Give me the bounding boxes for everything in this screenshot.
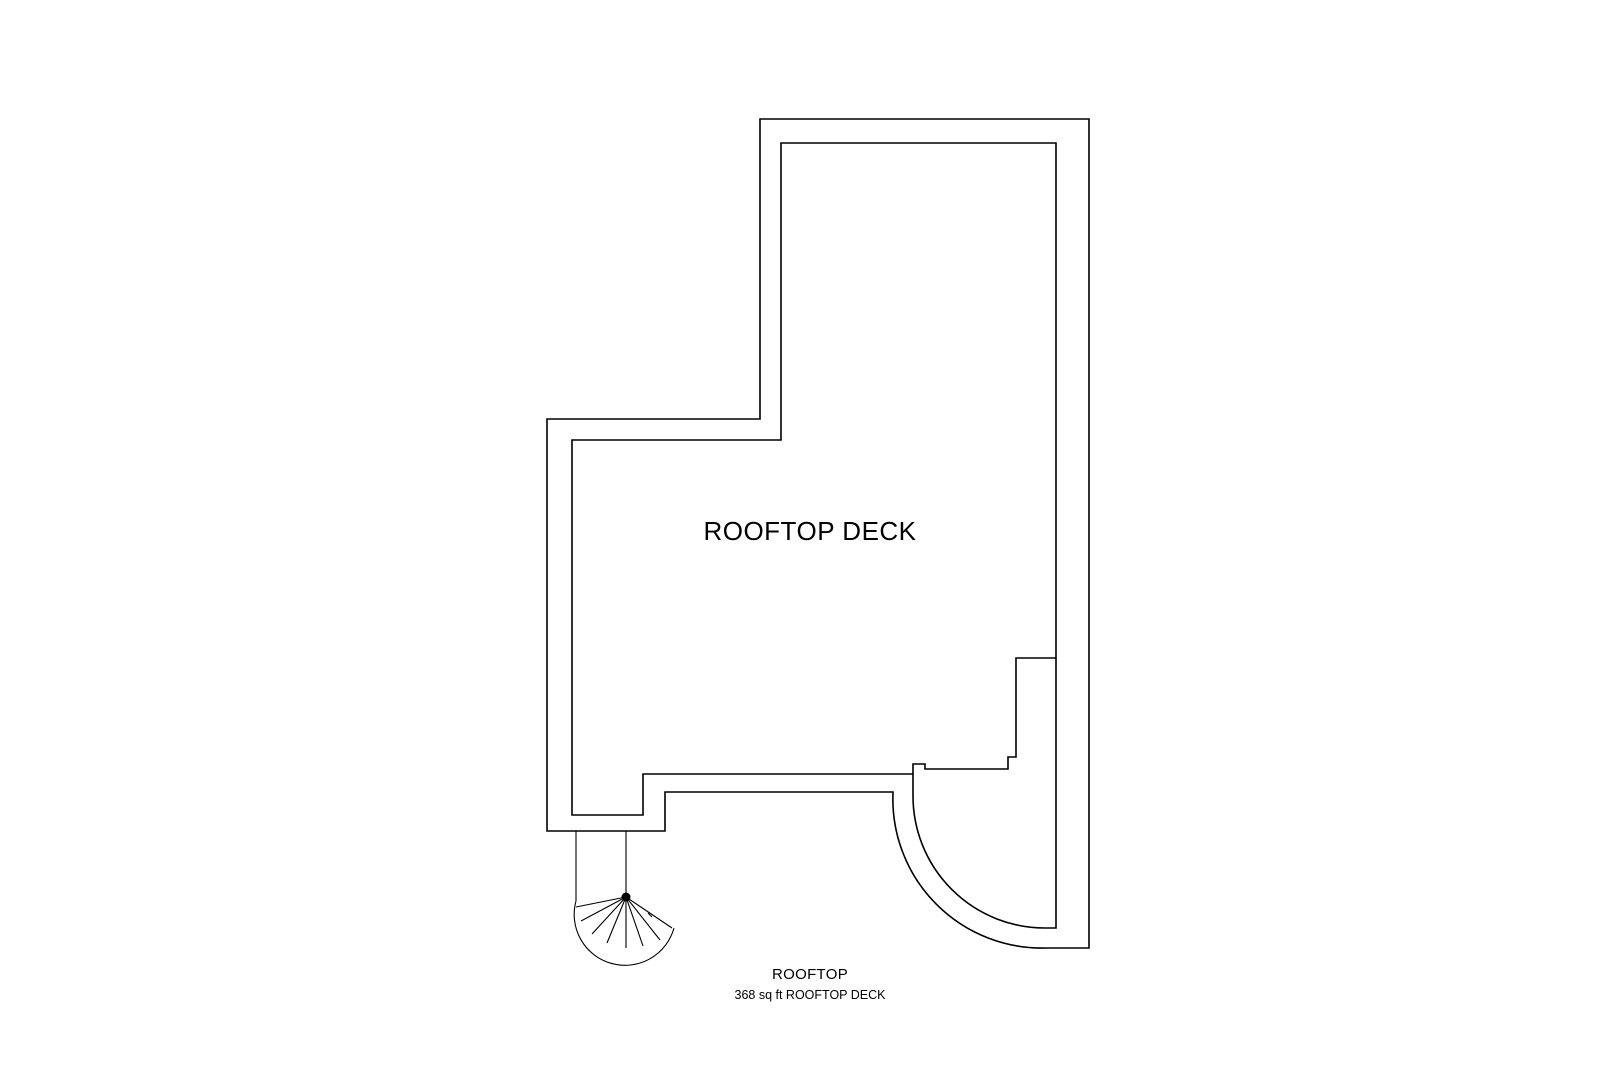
stair-pole-icon bbox=[621, 892, 631, 902]
floor-title: ROOFTOP bbox=[772, 966, 848, 983]
area-summary: 368 sq ft ROOFTOP DECK bbox=[734, 988, 886, 1002]
room-label-rooftop-deck: ROOFTOP DECK bbox=[703, 516, 917, 546]
spiral-stair bbox=[573, 831, 675, 966]
curved-wall bbox=[912, 658, 1057, 929]
inner-wall bbox=[571, 142, 1057, 816]
outer-wall bbox=[546, 118, 1090, 949]
